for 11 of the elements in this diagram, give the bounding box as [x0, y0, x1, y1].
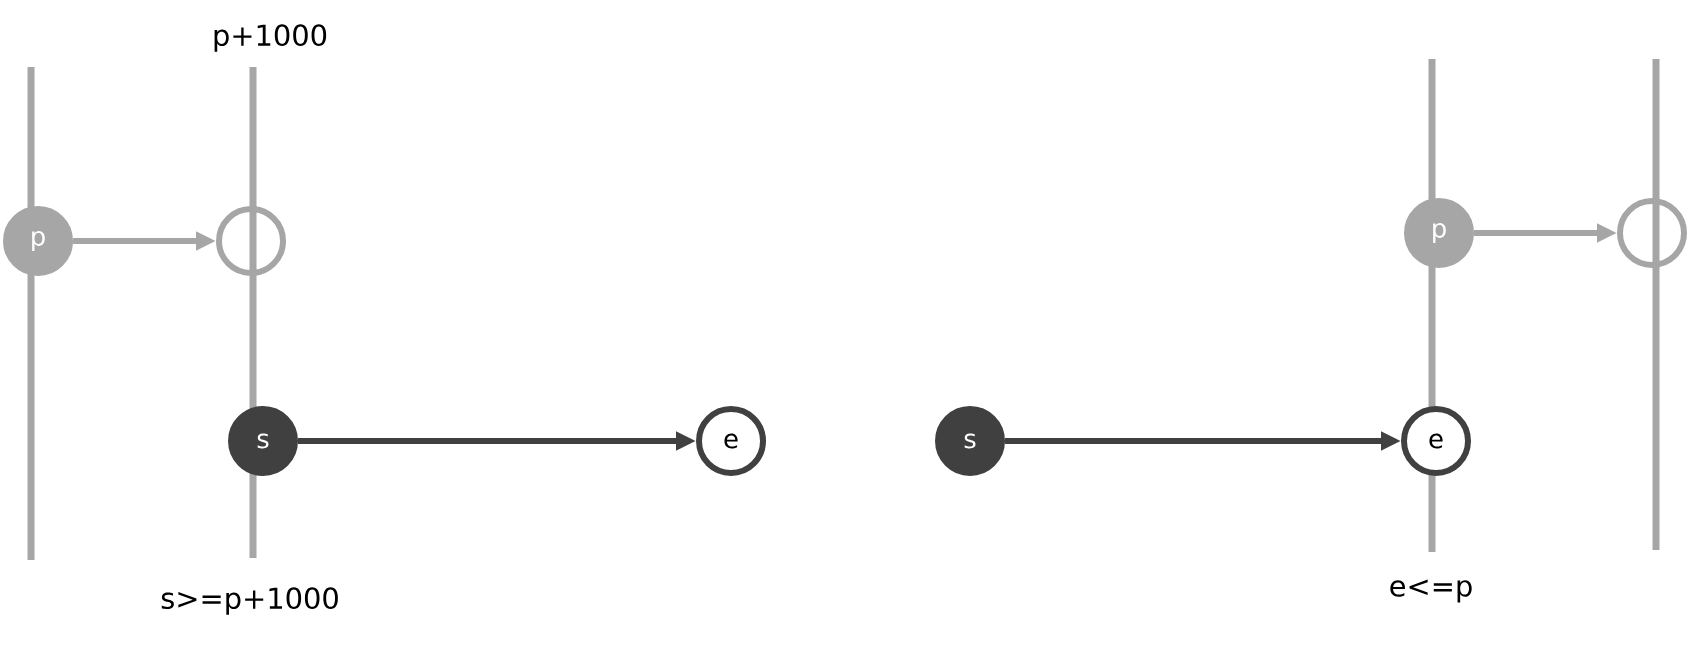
circle-node: p — [3, 206, 73, 276]
circle-node: s — [935, 406, 1005, 476]
empty-circle — [216, 206, 286, 276]
circle-node: s — [228, 406, 298, 476]
circle-node: p — [1404, 198, 1474, 268]
empty-circle — [1617, 198, 1687, 268]
label: e<=p — [1390, 579, 1472, 603]
label: p+1000 — [214, 24, 327, 52]
circle-node: e — [1401, 406, 1471, 476]
circle-node: e — [696, 406, 766, 476]
label: s>=p+1000 — [161, 587, 338, 615]
